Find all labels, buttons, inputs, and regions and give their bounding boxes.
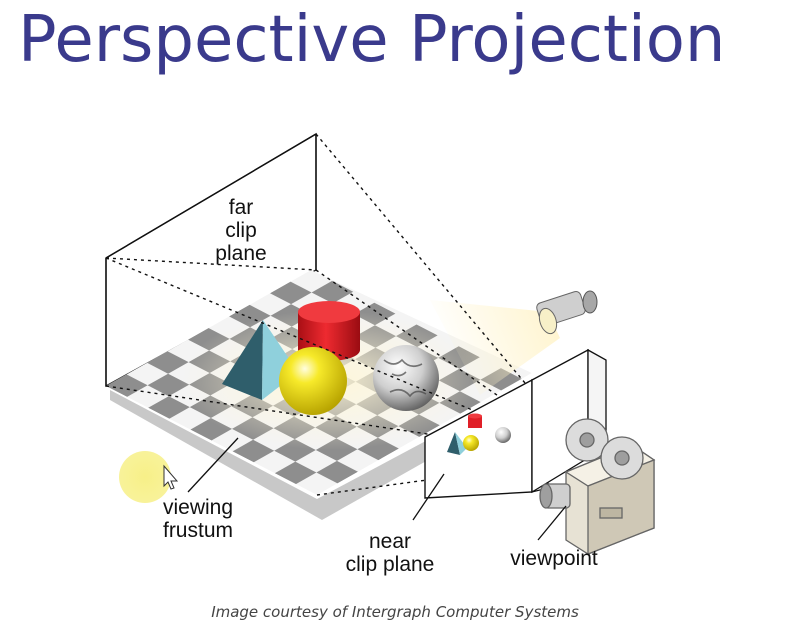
floor-tile [316, 460, 358, 484]
viewing-frustum-label: viewing frustum [148, 496, 248, 542]
scene-objects [222, 301, 439, 415]
floor-tile [106, 374, 148, 397]
label-leaders [187, 437, 567, 541]
far-clip-plane-label: far clip plane [206, 196, 276, 265]
yellow-sphere [279, 347, 347, 415]
movie-camera-icon [539, 418, 656, 555]
floor-tile [311, 280, 354, 304]
floor-tile [229, 304, 271, 328]
viewing-frustum-line-2: frustum [162, 519, 233, 542]
spotlight-icon [536, 290, 598, 335]
mouse-cursor-icon [119, 451, 179, 503]
floor-tile [147, 351, 189, 374]
far-clip-plane-line-1: far [228, 196, 254, 219]
viewpoint-label: viewpoint [510, 547, 598, 570]
near-clip-plane-line-2: clip plane [345, 553, 435, 576]
slide-title: Perspective Projection [18, 3, 726, 77]
floor-tile [270, 281, 312, 305]
floor-tile [148, 396, 190, 419]
far-clip-plane-line-2: clip [225, 219, 257, 242]
near-clip-plane-line-1: near [368, 530, 412, 553]
floor-tile [232, 439, 275, 463]
floor-tile [147, 373, 190, 397]
floor-tile [274, 461, 317, 485]
image-caption: Image courtesy of Intergraph Computer Sy… [211, 603, 579, 621]
pyramid [222, 320, 298, 400]
viewing-frustum-line-1: viewing [162, 496, 234, 519]
near-clip-plane-label: near clip plane [330, 530, 450, 576]
marble-sphere [373, 345, 439, 411]
light-beam [430, 300, 560, 395]
far-clip-plane-line-3: plane [215, 242, 267, 265]
